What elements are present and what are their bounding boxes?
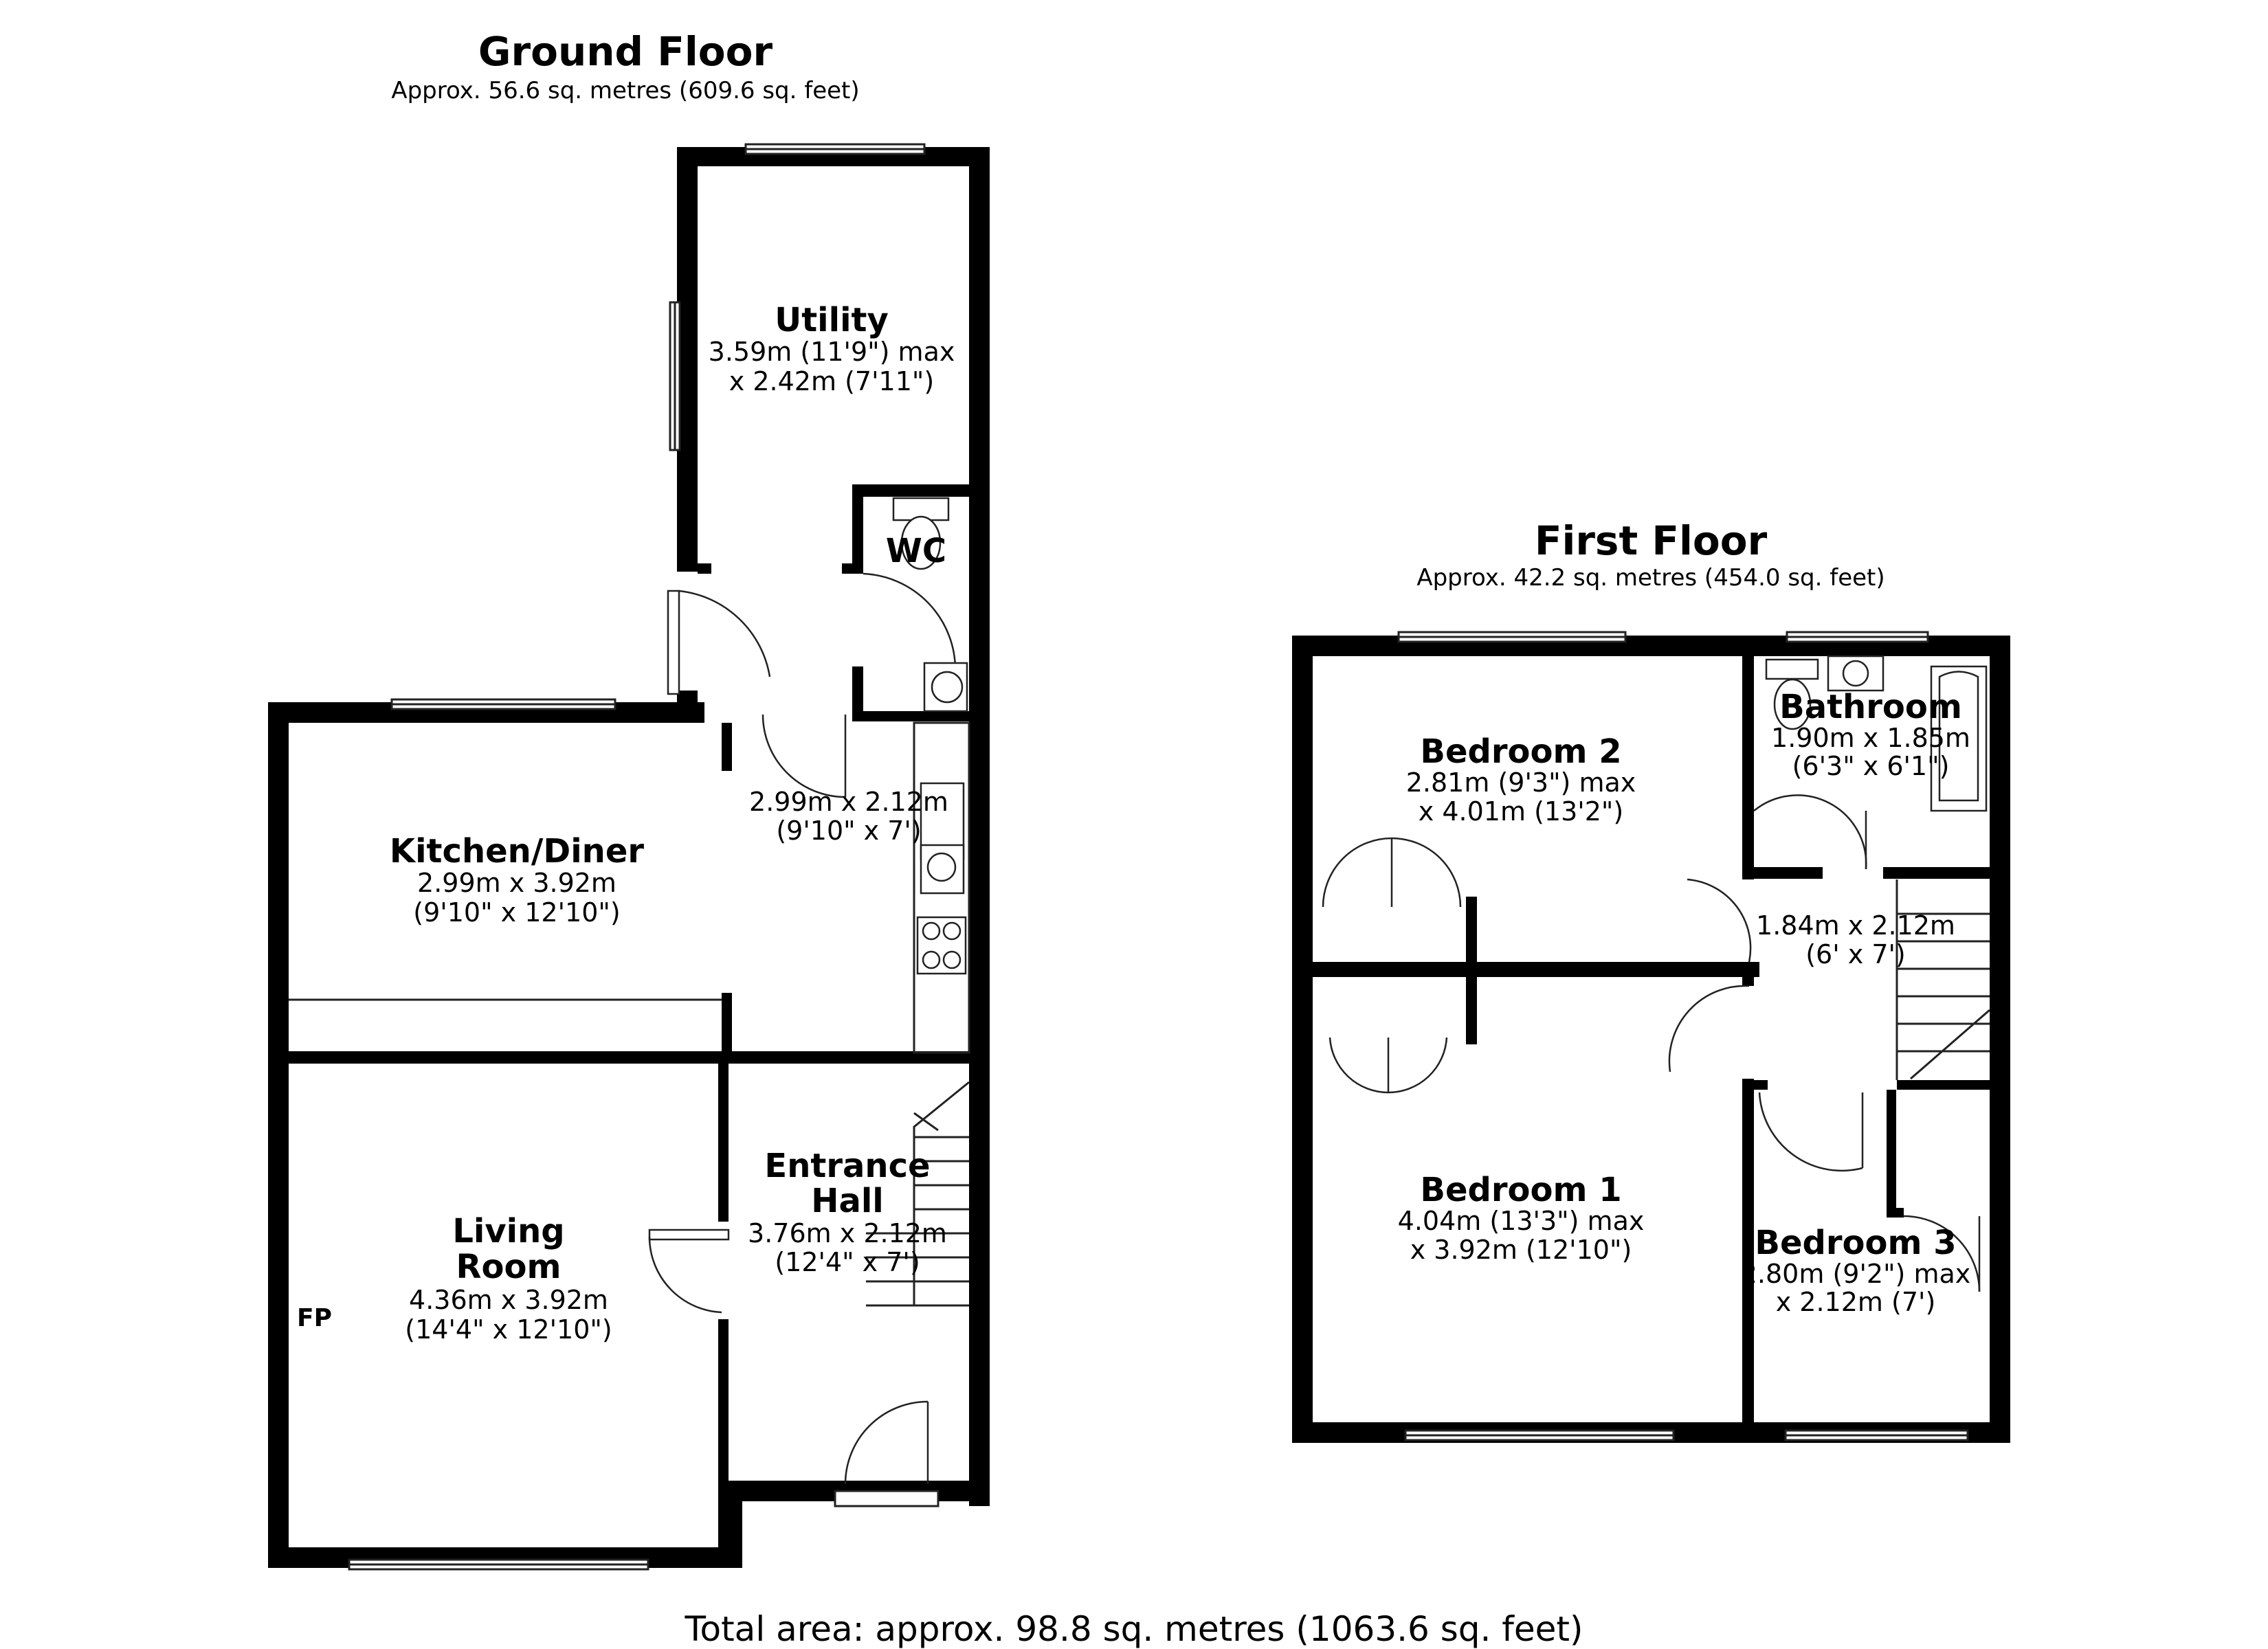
bedroom-3-name: Bedroom 3 — [1755, 1224, 1956, 1262]
utility-dim1: 3.59m (11'9") max — [709, 337, 955, 367]
entrance-hall-name-line1: Entrance — [764, 1147, 930, 1185]
ground-floor-fixtures — [289, 497, 970, 1307]
living-room-dim2: (14'4" x 12'10") — [405, 1314, 612, 1345]
bedroom-3-dim1: 2.80m (9'2") max — [1741, 1259, 1971, 1289]
ground-floor-plan: Ground Floor Approx. 56.6 sq. metres (60… — [268, 28, 990, 1571]
first-floor-windows — [1397, 631, 1969, 1442]
ground-floor-title: Ground Floor — [478, 28, 773, 75]
total-area: Total area: approx. 98.8 sq. metres (106… — [684, 1609, 1583, 1649]
fireplace-label: FP — [297, 1304, 332, 1332]
ground-floor-doors — [648, 572, 957, 1485]
utility-dim2: x 2.42m (7'11") — [729, 366, 934, 396]
living-room-name-line1: Living — [452, 1212, 564, 1250]
kitchen-diner-dim1: 2.99m x 3.92m — [417, 868, 616, 898]
bathroom-dim2: (6'3" x 6'1") — [1792, 751, 1950, 781]
bedroom-2-dim1: 2.81m (9'3") max — [1406, 767, 1636, 798]
landing-dim2: (6' x 7') — [1805, 939, 1906, 969]
entrance-hall-name-line2: Hall — [811, 1182, 883, 1220]
utility-name: Utility — [775, 301, 889, 339]
ground-floor-windows — [348, 143, 940, 1571]
bedroom-1-name: Bedroom 1 — [1420, 1171, 1621, 1209]
kitchen-diner-name: Kitchen/Diner — [390, 832, 645, 871]
utility-passage-dim2: (9'10" x 7') — [776, 816, 921, 846]
bedroom-1-dim2: x 3.92m (12'10") — [1410, 1235, 1632, 1265]
wc-name: WC — [886, 532, 946, 570]
bathroom-dim1: 1.90m x 1.85m — [1771, 723, 1970, 753]
bedroom-2-dim2: x 4.01m (13'2") — [1419, 796, 1623, 827]
utility-passage-dim1: 2.99m x 2.12m — [749, 787, 948, 817]
bedroom-1-dim1: 4.04m (13'3") max — [1398, 1206, 1645, 1236]
bathroom-name: Bathroom — [1779, 688, 1962, 726]
bedroom-3-dim2: x 2.12m (7') — [1776, 1287, 1936, 1317]
living-room-dim1: 4.36m x 3.92m — [409, 1285, 608, 1315]
first-floor-doors — [1322, 794, 1981, 1292]
living-room-name-line2: Room — [456, 1248, 562, 1286]
first-floor-title: First Floor — [1535, 517, 1768, 564]
first-floor-plan: First Floor Approx. 42.2 sq. metres (454… — [1292, 517, 2010, 1443]
first-floor-subtitle: Approx. 42.2 sq. metres (454.0 sq. feet) — [1416, 564, 1885, 592]
landing-dim1: 1.84m x 2.12m — [1756, 910, 1955, 941]
first-floor-fixtures — [1765, 655, 1990, 1080]
kitchen-diner-dim2: (9'10" x 12'10") — [413, 897, 620, 928]
ground-floor-subtitle: Approx. 56.6 sq. metres (609.6 sq. feet) — [391, 77, 859, 104]
entrance-hall-dim1: 3.76m x 2.12m — [748, 1218, 947, 1248]
entrance-hall-dim2: (12'4" x 7') — [775, 1247, 920, 1277]
bedroom-2-name: Bedroom 2 — [1420, 732, 1621, 771]
